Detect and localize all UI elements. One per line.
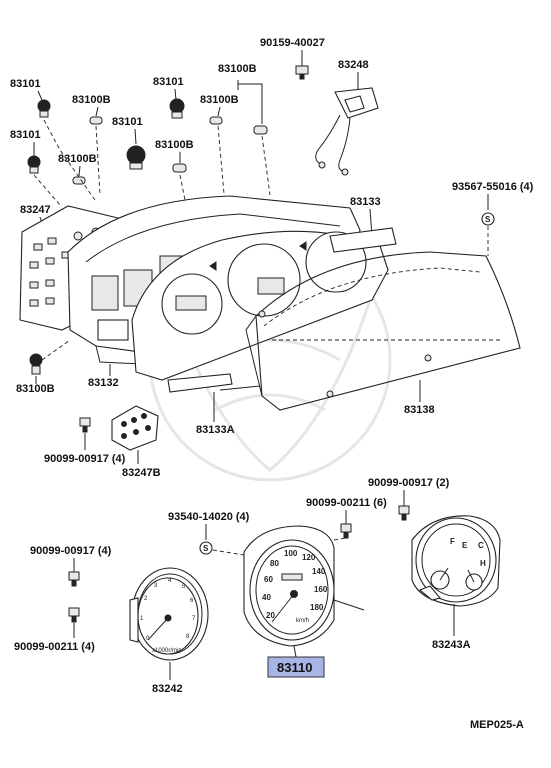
screw-symbol-mid-text: S (203, 544, 209, 553)
tachometer-83242: 0 1 2 3 4 5 6 7 8 x1000r/min (129, 567, 209, 661)
gauge-mark-f: F (450, 537, 455, 546)
screw-90099-00211-mid (340, 523, 352, 539)
label-90099-00917-c: 90099-00917 (4) (30, 545, 112, 557)
tacho-tick-4: 4 (168, 578, 172, 584)
label-83247b: 83247B (122, 467, 161, 479)
label-83101-c: 83101 (10, 129, 41, 141)
tacho-tick-8: 8 (186, 634, 190, 640)
label-83100b-d: 83100B (58, 153, 97, 165)
speedo-tick-160: 160 (314, 585, 328, 594)
speedo-tick-80: 80 (270, 559, 279, 568)
screw-symbol-top: S (481, 212, 495, 226)
label-83132: 83132 (88, 377, 119, 389)
label-83100b-b: 83100B (218, 63, 257, 75)
tacho-tick-1: 1 (140, 616, 144, 622)
label-90159-40027: 90159-40027 (260, 37, 325, 49)
speedo-tick-140: 140 (312, 567, 326, 576)
bulb-socket-83101-b (169, 98, 185, 119)
speedo-tick-120: 120 (302, 553, 316, 562)
label-83100b-f: 83100B (16, 383, 55, 395)
screw-90099-00211-lower (68, 607, 80, 623)
label-83248: 83248 (338, 59, 369, 71)
screw-symbol-top-text: S (485, 215, 491, 224)
speedo-tick-100: 100 (284, 549, 298, 558)
screw-90099-00917-right (398, 505, 410, 521)
tacho-tick-7: 7 (192, 616, 196, 622)
screw-symbol-mid: S (199, 541, 213, 555)
bulb-socket-83101-d (126, 145, 146, 170)
bulb-socket-83101-a (37, 99, 51, 118)
label-83138: 83138 (404, 404, 435, 416)
label-83101-b: 83101 (153, 76, 184, 88)
label-83100b-a: 83100B (72, 94, 111, 106)
speedo-tick-60: 60 (264, 575, 273, 584)
bulb-socket-83100b-f (29, 353, 43, 375)
lower-panel-83133a (167, 373, 261, 393)
speedo-tick-20: 20 (266, 611, 275, 620)
speedometer-83110: 20 40 60 80 100 120 140 160 180 km/h (243, 525, 365, 647)
gauge-mark-e: E (462, 541, 468, 550)
speedo-unit: km/h (296, 618, 309, 624)
screw-90159-40027 (295, 65, 309, 80)
label-83101-d: 83101 (112, 116, 143, 128)
tacho-tick-0: 0 (146, 636, 150, 642)
bulb-83100b-c (209, 116, 223, 125)
screw-90099-00917-lower (68, 571, 80, 587)
label-83100b-c: 83100B (200, 94, 239, 106)
tacho-tick-3: 3 (154, 583, 158, 589)
gauge-mark-h: H (480, 559, 486, 568)
label-83133: 83133 (350, 196, 381, 208)
bulb-83100b-d (72, 176, 86, 185)
label-90099-00917-b: 90099-00917 (2) (368, 477, 450, 489)
screw-90099-00917-left (79, 417, 91, 433)
bulb-83100b-e (172, 163, 187, 173)
odometer-window (281, 573, 303, 581)
label-83242: 83242 (152, 683, 183, 695)
visor-83133 (329, 227, 397, 253)
label-83133a: 83133A (196, 424, 235, 436)
bulb-83100b-b (253, 125, 268, 135)
label-83100b-e: 83100B (155, 139, 194, 151)
label-90099-00211-b: 90099-00211 (4) (14, 641, 95, 653)
label-83243a: 83243A (432, 639, 471, 651)
tacho-tick-5: 5 (182, 584, 186, 590)
tacho-tick-6: 6 (190, 598, 194, 604)
tacho-unit: x1000r/min (152, 648, 182, 654)
bulb-socket-83101-c (27, 155, 41, 174)
label-90099-00211-a: 90099-00211 (6) (306, 497, 387, 509)
label-83247: 83247 (20, 204, 51, 216)
speedo-tick-40: 40 (262, 593, 271, 602)
footer-code: MEP025-A (470, 719, 524, 731)
meter-glass-83138 (245, 251, 521, 411)
fuel-temp-gauge-83243a: F E C H (411, 515, 501, 607)
label-83110[interactable]: 83110 (277, 660, 312, 675)
label-93540-14020: 93540-14020 (4) (168, 511, 250, 523)
label-90099-00917-a: 90099-00917 (4) (44, 453, 126, 465)
bulb-83100b-a (89, 116, 103, 125)
dial-mask-frame (131, 230, 389, 381)
connector-83248 (315, 87, 379, 176)
tacho-tick-2: 2 (144, 596, 148, 602)
circuit-board-83247b (111, 405, 159, 451)
speedo-tick-180: 180 (310, 603, 324, 612)
label-83101-a: 83101 (10, 78, 41, 90)
label-93567-55016: 93567-55016 (4) (452, 181, 534, 193)
gauge-mark-c: C (478, 541, 484, 550)
